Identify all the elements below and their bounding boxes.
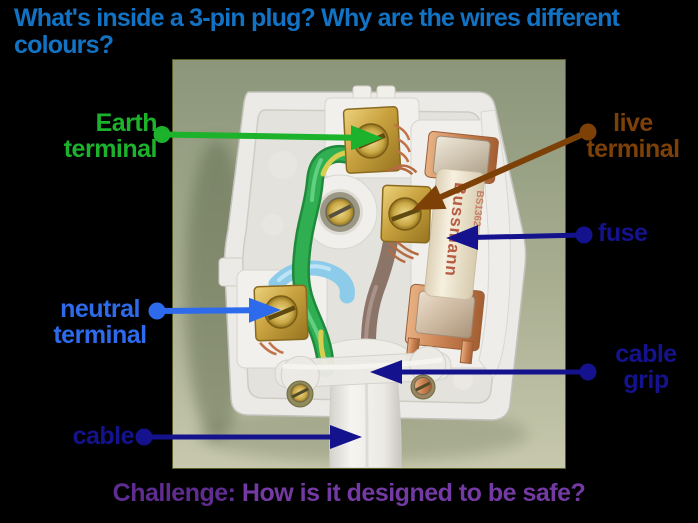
label-cable-grip-line2: grip xyxy=(623,366,669,394)
plug-photo: Bussmann BS1362 xyxy=(172,59,566,469)
page-title: What's inside a 3-pin plug? Why are the … xyxy=(14,5,694,59)
earth-wire xyxy=(291,145,366,377)
cable-grip-screw-left xyxy=(286,380,314,408)
label-cable: cable xyxy=(44,422,135,450)
label-neutral-terminal: neutral terminal xyxy=(44,296,156,348)
label-live-line1: live xyxy=(613,109,653,137)
label-earth-line2: terminal xyxy=(63,135,158,163)
label-fuse: fuse xyxy=(598,219,648,247)
challenge-label: Challenge: xyxy=(112,479,236,507)
title-line-1: What's inside a 3-pin plug? Why are the … xyxy=(14,4,620,32)
challenge-text: Challenge: How is it designed to be safe… xyxy=(0,479,698,508)
label-fuse-line1: fuse xyxy=(598,219,648,247)
label-cable-grip: cable grip xyxy=(596,341,696,393)
title-line-2: colours? xyxy=(14,31,114,59)
label-earth-line1: Earth xyxy=(95,109,158,137)
earth-copper-strands xyxy=(393,123,411,163)
label-neutral-line1: neutral xyxy=(60,295,140,323)
label-live-line2: terminal xyxy=(586,135,680,163)
label-live-terminal: live terminal xyxy=(577,110,689,162)
challenge-question: How is it designed to be safe? xyxy=(235,479,586,507)
live-copper-strands xyxy=(385,164,418,176)
label-cable-line1: cable xyxy=(72,422,135,450)
plug-photo-art: Bussmann BS1362 xyxy=(173,60,565,469)
label-cable-grip-line1: cable xyxy=(615,340,677,368)
neutral-copper-strands xyxy=(259,341,284,356)
label-earth-terminal: Earth terminal xyxy=(40,109,158,163)
label-neutral-line2: terminal xyxy=(53,321,147,349)
fixing-screw xyxy=(320,192,360,232)
cable-grip-screw-right xyxy=(410,374,436,400)
earth-wire-yellow-stripe xyxy=(320,150,348,177)
